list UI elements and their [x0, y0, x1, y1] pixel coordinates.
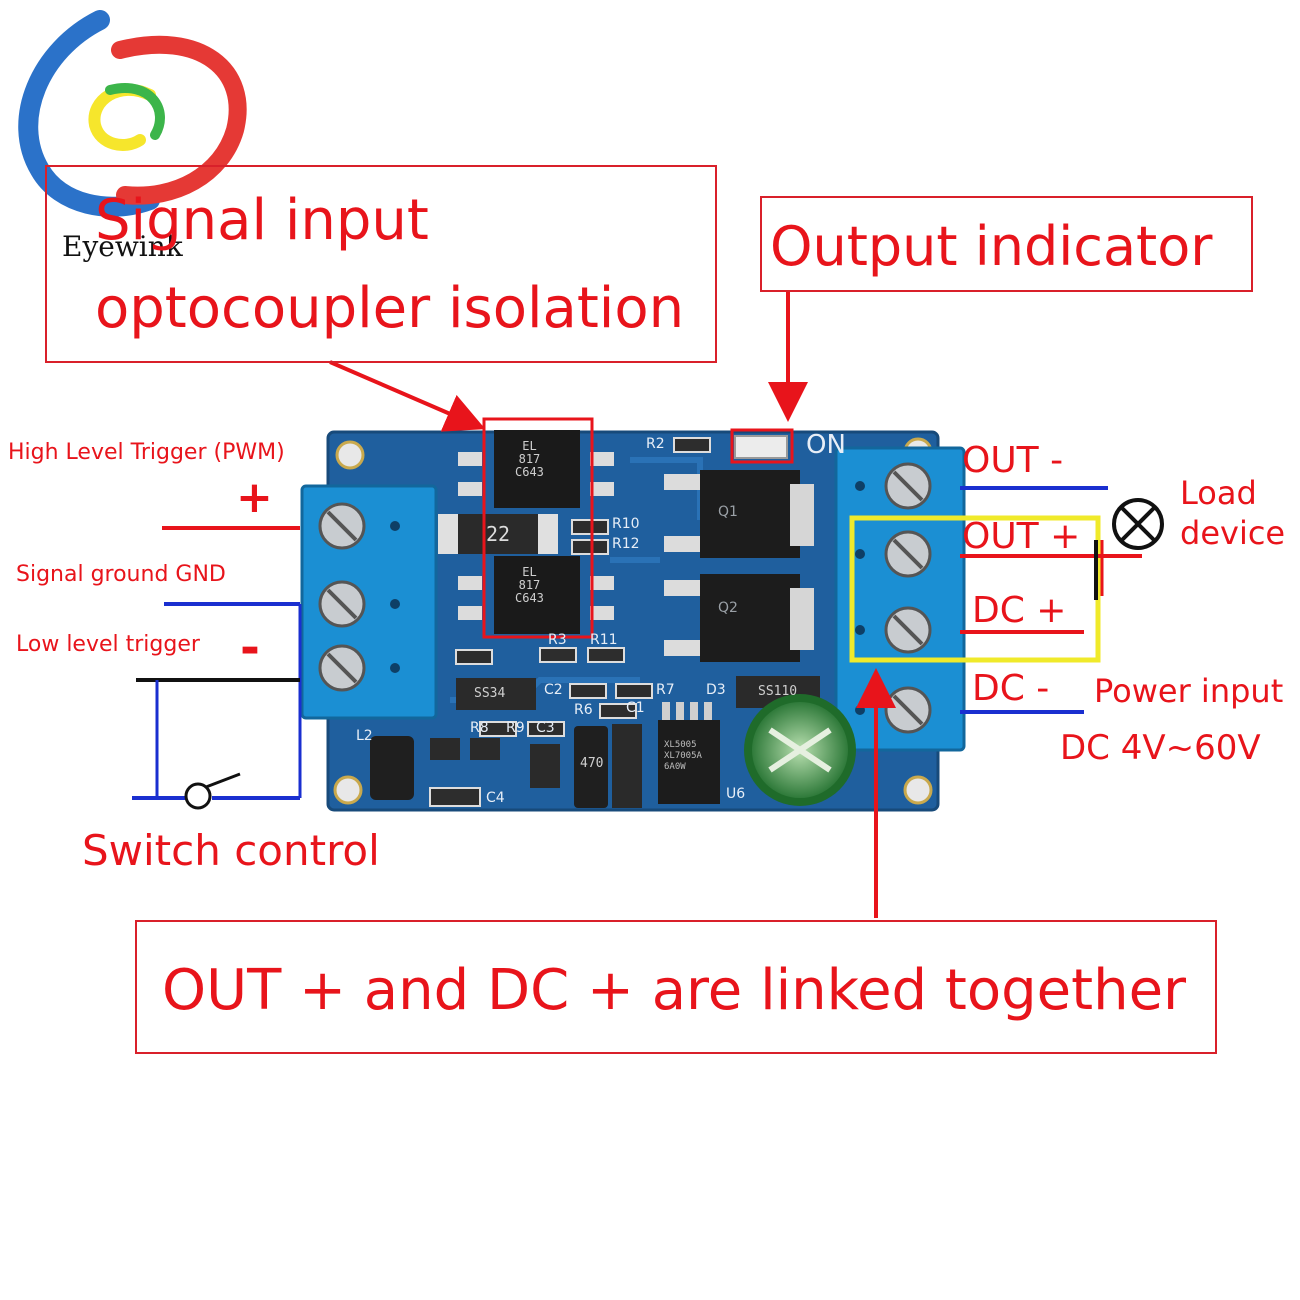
out-minus-label: OUT -: [962, 440, 1064, 481]
chip-1-text: EL 817 C643: [515, 440, 544, 479]
ic-text-line: XL7005A: [664, 751, 702, 761]
dc-minus-label: DC -: [972, 668, 1050, 709]
smd-component-icon: [430, 738, 560, 788]
chip-text-line: C643: [515, 465, 544, 479]
load-device-label-line2: device: [1180, 514, 1286, 552]
switch-control-label: Switch control: [82, 826, 380, 875]
silk-r10: R10: [612, 516, 640, 532]
chip-text-line: 817: [518, 578, 541, 592]
regulator-ic-icon: [658, 702, 720, 804]
lamp-load-icon: [1112, 498, 1164, 550]
silk-c2: C2: [544, 682, 563, 698]
diode-ss34-icon: [456, 678, 536, 710]
silk-q2: Q2: [718, 600, 738, 616]
electrolytic-capacitor-icon: [744, 694, 856, 806]
silk-r9: R9: [506, 720, 525, 736]
optocoupler-chip-icon: [458, 430, 614, 508]
smd-component-icon: [429, 437, 711, 807]
ic-text: XL5005 XL7005A 6A0W: [664, 740, 702, 773]
switch-icon: [184, 772, 241, 810]
resistor-22-text: 22: [486, 522, 511, 546]
load-device-label-line1: Load: [1180, 474, 1257, 512]
silk-q1: Q1: [718, 504, 738, 520]
silk-l2: L2: [356, 728, 373, 744]
voltage-range-label: DC 4V~60V: [1060, 728, 1261, 768]
diode-icon: [612, 724, 642, 808]
inductor-470-icon: [574, 726, 608, 808]
mount-hole-icon: [333, 775, 363, 805]
led-icon: [734, 435, 788, 459]
silk-r11: R11: [590, 632, 618, 648]
signal-input-title: Signal input: [95, 188, 429, 253]
mosfet-q2-icon: [664, 574, 814, 662]
silk-c1: C1: [626, 700, 645, 716]
plus-terminal-label: +: [236, 472, 273, 523]
linked-note-callout-box: [135, 920, 1217, 1054]
silk-r7: R7: [656, 682, 675, 698]
ic-text-line: XL5005: [664, 740, 697, 750]
silk-c3: C3: [536, 720, 555, 736]
silk-r3: R3: [548, 632, 567, 648]
out-plus-label: OUT +: [962, 516, 1081, 557]
low-level-trigger-label: Low level trigger: [16, 632, 200, 657]
mount-hole-icon: [335, 440, 365, 470]
input-terminal-block-icon: [300, 484, 438, 720]
mount-hole-icon: [903, 775, 933, 805]
chip-text-line: C643: [515, 591, 544, 605]
diode-ss34-text: SS34: [474, 686, 506, 701]
optocoupler-chip-icon: [458, 556, 614, 634]
power-input-label: Power input: [1094, 672, 1284, 710]
signal-input-arrow-icon: [329, 360, 486, 432]
silk-u6: U6: [726, 786, 746, 802]
silk-c4: C4: [486, 790, 505, 806]
silk-r6: R6: [574, 702, 593, 718]
inductor-l2-icon: [370, 736, 414, 800]
high-level-trigger-label: High Level Trigger (PWM): [8, 440, 285, 465]
output-indicator-title: Output indicator: [770, 215, 1213, 278]
linked-note-text: OUT + and DC + are linked together: [162, 958, 1187, 1023]
signal-input-callout-box: [45, 165, 717, 363]
inductor-470-text: 470: [580, 756, 604, 771]
ic-text-line: 6A0W: [664, 762, 686, 772]
output-indicator-callout-box: [760, 196, 1253, 292]
chip-text-line: 817: [518, 452, 541, 466]
silk-d3: D3: [706, 682, 726, 698]
chip-text-line: EL: [522, 565, 537, 579]
led-on-label: ON: [806, 430, 846, 460]
chip-text-line: EL: [522, 439, 537, 453]
silk-r12: R12: [612, 536, 640, 552]
optocoupler-highlight-box: [482, 417, 594, 639]
minus-terminal-label: -: [240, 620, 260, 676]
led-highlight-box: [730, 428, 794, 464]
silk-r2: R2: [646, 436, 665, 452]
output-terminal-block-icon: [834, 446, 966, 752]
mosfet-q1-icon: [664, 470, 814, 558]
chip-2-text: EL 817 C643: [515, 566, 544, 605]
eyewink-logo-icon: [18, 10, 247, 217]
signal-ground-label: Signal ground GND: [16, 562, 226, 587]
diode-ss110-text: SS110: [758, 684, 798, 699]
silk-r8: R8: [470, 720, 489, 736]
dc-plus-label: DC +: [972, 590, 1067, 631]
signal-input-subtitle: optocoupler isolation: [95, 276, 685, 341]
brand-name: Eyewink: [62, 230, 183, 263]
